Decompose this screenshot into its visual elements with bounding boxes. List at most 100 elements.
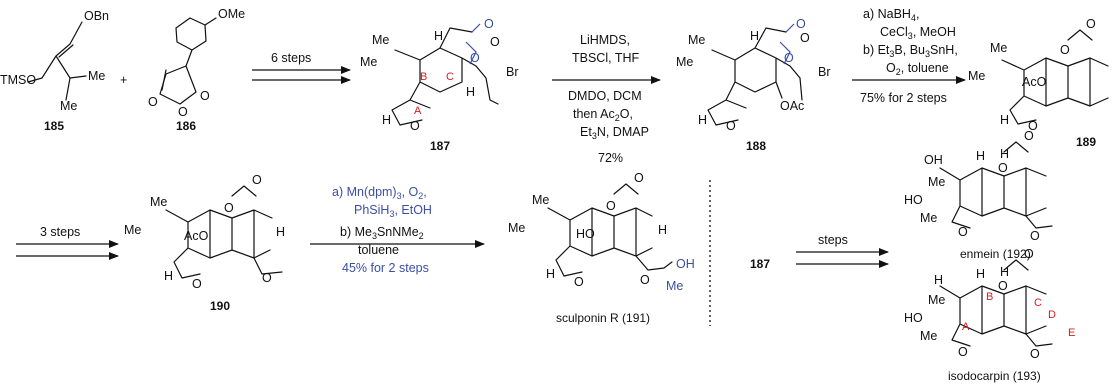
c188-br: Br <box>818 65 831 79</box>
c193-ring-a: A <box>962 321 970 333</box>
svg-text:LiHMDS,: LiHMDS, <box>580 33 630 47</box>
c189-me2: Me <box>968 69 985 83</box>
c192-me1: Me <box>928 175 945 189</box>
c189-aco: AcO <box>1022 75 1047 89</box>
c191-o2: O <box>606 199 616 213</box>
c189-o2: O <box>1060 43 1070 57</box>
c193-h2: H <box>976 267 985 281</box>
c191-label: sculponin R (191) <box>556 311 650 325</box>
r186-label: 186 <box>176 119 196 133</box>
r185-obn: OBn <box>84 9 109 23</box>
c193-h1: H <box>934 273 943 287</box>
c191-me3: Me <box>666 279 683 293</box>
c193-o4: O <box>1030 347 1040 361</box>
compound-189: Me Me AcO O O H O 189 <box>968 17 1109 149</box>
c187-me1: Me <box>372 33 389 47</box>
compound-186: OMe O O O 186 <box>148 7 245 133</box>
c190-label: 190 <box>210 299 230 313</box>
c187-o3: O <box>490 35 500 49</box>
svg-text:CeCl3, MeOH: CeCl3, MeOH <box>880 25 956 41</box>
c188-h2: H <box>698 113 707 127</box>
c191-me2: Me <box>508 221 525 235</box>
c191-h1: H <box>546 267 555 281</box>
c188-o3: O <box>726 119 736 133</box>
compound-190: Me Me AcO O O H O H O 190 <box>124 173 285 313</box>
c189-label: 189 <box>1076 135 1096 149</box>
c193-o3: O <box>998 279 1008 293</box>
c192-label: enmein (192) <box>960 247 1031 261</box>
c187-ring-c: C <box>446 71 454 83</box>
r185-me1: Me <box>88 69 105 83</box>
c193-label: isodocarpin (193) <box>948 369 1041 383</box>
c187-o4: O <box>410 119 420 133</box>
c192-o4: O <box>1030 229 1040 243</box>
c187-h1: H <box>434 29 443 43</box>
c189-me1: Me <box>990 41 1007 55</box>
c190-me2: Me <box>124 223 141 237</box>
step4-conditions: 3 steps <box>40 225 80 239</box>
svg-text:a) Mn(dpm)3, O2,: a) Mn(dpm)3, O2, <box>332 185 427 201</box>
c191-o1: O <box>634 171 644 185</box>
step3-conditions: a) NaBH4, CeCl3, MeOH b) Et3B, Bu3SnH, O… <box>860 7 958 105</box>
r186-o2: O <box>178 105 188 119</box>
c191-oh: OH <box>676 257 695 271</box>
c192-h2: H <box>1000 147 1009 161</box>
c193-o2: O <box>1024 247 1034 261</box>
compound-193: H H Me HO Me O H O O O A B C D E isodoca… <box>904 247 1075 383</box>
c189-h: H <box>1000 113 1009 127</box>
c190-h2: H <box>276 225 285 239</box>
c188-me2: Me <box>676 55 693 69</box>
c191-o3: O <box>574 275 584 289</box>
c191-o4: O <box>640 273 650 287</box>
c192-h1: H <box>976 149 985 163</box>
c192-o3: O <box>998 161 1008 175</box>
step6-start: 187 <box>750 257 770 271</box>
plus-sign: + <box>120 73 127 87</box>
svg-text:72%: 72% <box>598 151 623 165</box>
compound-185: OBn TMSO Me Me 185 <box>0 9 109 133</box>
c187-me2: Me <box>360 55 377 69</box>
step2-conditions: LiHMDS, TBSCl, THF DMDO, DCM then Ac2O, … <box>568 33 649 165</box>
svg-text:toluene: toluene <box>358 243 399 257</box>
c188-o4: O <box>796 17 806 31</box>
c187-br: Br <box>506 65 519 79</box>
c193-ring-c: C <box>1034 297 1042 309</box>
c193-me2: Me <box>920 329 937 343</box>
c188-o1: O <box>784 51 794 65</box>
compound-191: Me Me HO O O H O H O OH Me sculponin R (… <box>508 171 695 325</box>
c190-o2: O <box>224 201 234 215</box>
c193-o1: O <box>958 345 968 359</box>
compound-188: Me Me H O O Br OAc H O O 188 <box>676 17 831 153</box>
c192-o2: O <box>1024 129 1034 143</box>
c187-o1: O <box>470 51 480 65</box>
compound-187: Me Me H H O O O Br H O A B C 187 <box>360 17 519 153</box>
svg-text:a) NaBH4,: a) NaBH4, <box>863 7 919 23</box>
c187-h2: H <box>466 85 475 99</box>
svg-text:45% for 2 steps: 45% for 2 steps <box>342 261 429 275</box>
step1-conditions: 6 steps <box>271 51 311 65</box>
c190-o1: O <box>252 173 262 187</box>
c192-me2: Me <box>920 211 937 225</box>
c187-ring-a: A <box>414 105 422 117</box>
c190-me1: Me <box>150 195 167 209</box>
svg-text:DMDO, DCM: DMDO, DCM <box>568 89 642 103</box>
svg-text:75% for 2 steps: 75% for 2 steps <box>860 91 947 105</box>
r186-o1: O <box>148 95 158 109</box>
c191-h2: H <box>658 223 667 237</box>
svg-text:b) Me3SnNMe2: b) Me3SnNMe2 <box>340 225 424 241</box>
c189-o3: O <box>1028 119 1038 133</box>
r186-o3: O <box>200 89 210 103</box>
svg-text:PhSiH3, EtOH: PhSiH3, EtOH <box>354 203 432 219</box>
c193-h3: H <box>1000 265 1009 279</box>
c193-ho: HO <box>904 311 923 325</box>
c190-h1: H <box>164 269 173 283</box>
svg-text:TBSCl, THF: TBSCl, THF <box>572 51 639 65</box>
c190-o4: O <box>262 271 272 285</box>
c193-ring-b: B <box>986 291 993 303</box>
r185-me2: Me <box>60 99 77 113</box>
c188-me1: Me <box>688 33 705 47</box>
c188-h1: H <box>750 29 759 43</box>
step5-conditions: a) Mn(dpm)3, O2, PhSiH3, EtOH b) Me3SnNM… <box>332 185 432 275</box>
c191-me1: Me <box>532 193 549 207</box>
